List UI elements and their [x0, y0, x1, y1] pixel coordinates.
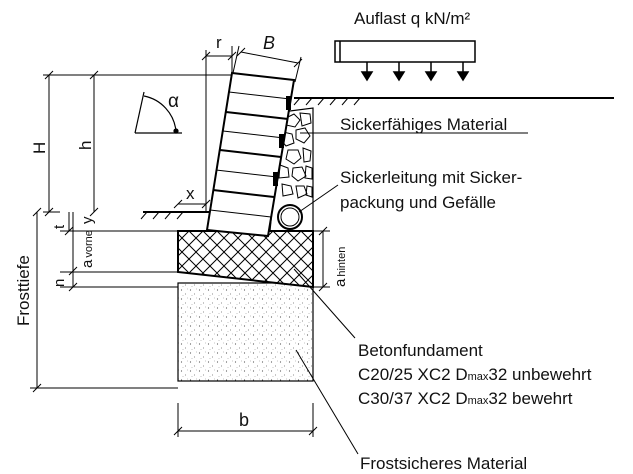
- dim-a-front-sub: vorne: [83, 230, 95, 258]
- dim-alpha-label: α: [168, 91, 179, 112]
- concrete-spec-1-tail: 32 unbewehrt: [488, 365, 591, 384]
- concrete-spec-2: C30/37 XC2 Dmax32 bewehrt: [358, 389, 573, 408]
- concrete-spec-2-tail: 32 bewehrt: [488, 389, 572, 408]
- dim-n-label: n: [51, 279, 68, 287]
- frost-depth-label: Frosttiefe: [14, 255, 33, 326]
- leader-lines: [293, 132, 528, 455]
- dim-H-label: H: [30, 142, 49, 154]
- dim-a-front-label: avorne: [79, 230, 96, 268]
- ground-lines: [143, 97, 614, 213]
- concrete-spec-2-sub: max: [468, 395, 489, 407]
- concrete-spec-1-grade: C20/25 XC2 D: [358, 365, 468, 384]
- dim-y-label: y: [79, 216, 96, 224]
- dim-a-back-sub: hinten: [336, 247, 348, 277]
- dim-t-label: t: [51, 224, 68, 229]
- dim-a-front-main: a: [79, 259, 96, 268]
- concrete-spec-1: C20/25 XC2 Dmax32 unbewehrt: [358, 365, 592, 384]
- dim-b-label: b: [239, 410, 249, 430]
- drain-pipe: [277, 204, 303, 230]
- load-label: Auflast q kN/m²: [354, 9, 471, 28]
- concrete-foundation: [177, 230, 314, 289]
- dim-a-back-main: a: [332, 278, 349, 287]
- block-wall: [205, 71, 296, 238]
- frost-material-label: Frostsicheres Material: [360, 454, 527, 473]
- ground-hatch: [140, 97, 361, 220]
- foundation-title-label: Betonfundament: [358, 341, 483, 360]
- dim-x-label: x: [186, 184, 195, 203]
- dim-a-back-label: ahinten: [332, 247, 349, 287]
- dim-h-label: h: [76, 141, 95, 150]
- angle-alpha-symbol: [134, 91, 182, 134]
- frost-safe-fill: [177, 282, 314, 382]
- concrete-spec-1-sub: max: [468, 371, 489, 383]
- concrete-spec-2-grade: C30/37 XC2 D: [358, 389, 468, 408]
- drain-pipe-label-line1: Sickerleitung mit Sicker-: [340, 168, 522, 187]
- dimension-lines: [30, 45, 330, 437]
- drain-material-label: Sickerfähiges Material: [340, 115, 507, 134]
- dim-B-label: B: [263, 33, 275, 53]
- dim-r-label: r: [216, 33, 222, 52]
- drain-pipe-label-line2: packung und Gefälle: [340, 193, 496, 212]
- load-symbol: [334, 40, 476, 82]
- block-joint-marks: [273, 96, 291, 186]
